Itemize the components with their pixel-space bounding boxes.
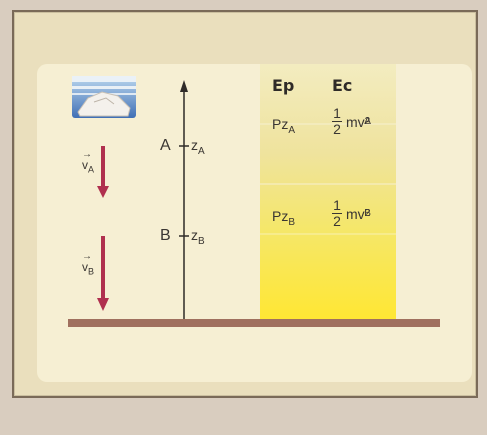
ep-header: Ep — [272, 76, 295, 95]
velocity-a-label: →vA — [82, 149, 95, 175]
z-b-label: zB — [191, 227, 205, 247]
z-a-label: zA — [191, 137, 205, 157]
ec-header: Ec — [332, 76, 353, 95]
velocity-arrow-a — [97, 146, 109, 198]
axis-arrowhead — [180, 80, 188, 92]
velocity-arrow-b — [97, 236, 109, 311]
rock-water-illustration — [72, 76, 136, 118]
point-a-label: A — [160, 137, 171, 154]
ground-line — [68, 319, 440, 327]
velocity-b-label: →vB — [82, 251, 95, 277]
energy-column — [260, 64, 396, 320]
diagram-graphics — [68, 64, 440, 327]
ep-a-value: PzA — [272, 116, 296, 136]
ep-b-value: PzB — [272, 208, 296, 228]
point-b-label: B — [160, 227, 171, 244]
